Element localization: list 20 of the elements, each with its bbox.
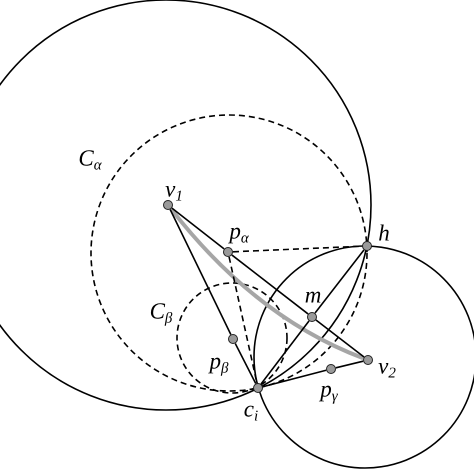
point-label: p$_{β}$ — [210, 350, 228, 376]
point-label: p$_{γ}$ — [320, 378, 338, 404]
point-label: p$_{α}$ — [229, 220, 249, 246]
curve — [170, 208, 364, 360]
line-segment — [260, 320, 310, 384]
line-segment — [336, 360, 364, 369]
point-label: c$_{i}$ — [244, 398, 258, 424]
point-label: v$_{2}$ — [378, 354, 396, 382]
line-segment — [169, 209, 232, 335]
line-segment — [234, 343, 256, 384]
point-label: v$_{1}$ — [165, 178, 183, 204]
line-segment — [314, 249, 365, 314]
circle-label: C$_{β}$ — [150, 300, 172, 326]
circle-label: C$_{α}$ — [78, 146, 102, 174]
line-segment — [231, 254, 309, 315]
line-segment — [315, 319, 365, 358]
line-segment — [262, 369, 326, 388]
point-label: h — [378, 222, 390, 244]
point-label: m — [304, 284, 322, 306]
line-segment — [171, 207, 225, 250]
